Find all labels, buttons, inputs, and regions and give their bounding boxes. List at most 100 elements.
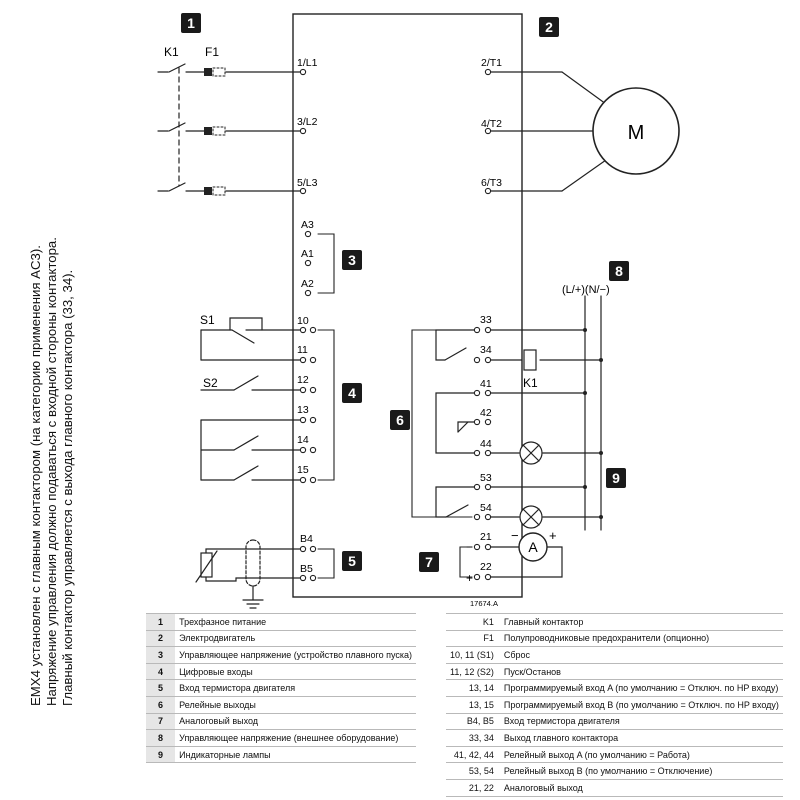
bracket-control-voltage bbox=[317, 233, 335, 294]
badge-8: 8 bbox=[609, 261, 629, 281]
legend-text: Программируемый вход A (по умолчанию = О… bbox=[503, 683, 779, 694]
terminal-b4: B4 bbox=[300, 533, 313, 545]
ammeter-plus: + bbox=[549, 528, 557, 543]
legend-text: Трехфазное питание bbox=[179, 616, 267, 627]
terminal-44: 44 bbox=[480, 438, 492, 450]
legend-text: Полупроводниковые предохранители (опцион… bbox=[503, 633, 710, 644]
svg-text:8: 8 bbox=[615, 263, 623, 279]
terminal-4-t2: 4/T2 bbox=[481, 118, 502, 130]
k1-coil-label: K1 bbox=[523, 376, 538, 390]
legend-row: 21, 22 Аналоговый выход bbox=[446, 779, 783, 797]
terminal-12: 12 bbox=[297, 374, 309, 386]
legend-code: B4, B5 bbox=[466, 716, 494, 727]
analog-minus: − bbox=[466, 540, 473, 554]
ammeter: A − + bbox=[511, 528, 557, 562]
legend-row: B4, B5 Вход термистора двигателя bbox=[446, 713, 783, 730]
legend-row: 33, 34 Выход главного контактора bbox=[446, 729, 783, 747]
side-note-line-1: EMX4 установлен с главным контактором (н… bbox=[28, 245, 43, 706]
legend-text: Аналоговый выход bbox=[179, 716, 259, 727]
side-note: EMX4 установлен с главным контактором (н… bbox=[24, 66, 84, 706]
terminal-circles-left bbox=[299, 68, 317, 582]
legend-number: 2 bbox=[146, 630, 176, 647]
legend-code: 33, 34 bbox=[468, 732, 494, 743]
legend-text: Релейный выход B (по умолчанию = Отключе… bbox=[503, 766, 713, 777]
terminal-22: 22 bbox=[480, 561, 492, 573]
indicator-lamp-b bbox=[519, 505, 543, 529]
terminal-14: 14 bbox=[297, 434, 309, 446]
terminal-a1: A1 bbox=[301, 248, 314, 260]
motor-wiring bbox=[487, 71, 607, 192]
badge-4: 4 bbox=[342, 383, 362, 403]
legend-code: 10, 11 (S1) bbox=[450, 649, 494, 660]
legend-row: 11, 12 (S2)Пуск/Останов bbox=[446, 663, 783, 680]
legend-code: 21, 22 bbox=[468, 782, 494, 793]
svg-text:1: 1 bbox=[187, 15, 195, 31]
terminal-54: 54 bbox=[480, 502, 492, 514]
terminal-10: 10 bbox=[297, 315, 309, 327]
supply-label: (L/+)(N/−) bbox=[562, 284, 610, 296]
drawing-number: 17674.A bbox=[470, 599, 498, 608]
svg-text:7: 7 bbox=[425, 554, 433, 570]
digital-input-wiring bbox=[200, 317, 301, 481]
legend-row: F1 Полупроводниковые предохранители (опци… bbox=[446, 630, 783, 647]
f1-label: F1 bbox=[205, 45, 219, 59]
fuse-f1 bbox=[204, 67, 226, 196]
terminal-5-l3: 5/L3 bbox=[297, 177, 318, 189]
relay-wiring bbox=[435, 295, 602, 578]
legend-code: F1 bbox=[483, 633, 494, 644]
legend-number: 7 bbox=[146, 713, 176, 730]
legend-code: 11, 12 (S2) bbox=[450, 666, 494, 677]
badge-3: 3 bbox=[342, 250, 362, 270]
ammeter-minus: − bbox=[511, 528, 519, 543]
badge-7: 7 bbox=[419, 552, 439, 572]
bracket-digital-inputs bbox=[317, 329, 335, 481]
terminal-11: 11 bbox=[297, 344, 308, 356]
s1-label: S1 bbox=[200, 313, 215, 327]
legend-text: Аналоговый выход bbox=[503, 782, 583, 793]
legend-code: K1 bbox=[482, 616, 494, 627]
terminal-a2: A2 bbox=[301, 278, 314, 290]
ammeter-label: A bbox=[528, 539, 538, 555]
legend-number: 6 bbox=[146, 696, 176, 714]
k1-coil: K1 bbox=[523, 349, 538, 390]
badge-9: 9 bbox=[606, 468, 626, 488]
legend-text: Сброс bbox=[503, 649, 531, 660]
legend-text: Выход главного контактора bbox=[503, 732, 619, 743]
terminals-output: 2/T1 4/T2 6/T3 bbox=[481, 57, 502, 189]
legend-row: 10, 11 (S1) Сброс bbox=[446, 646, 783, 664]
legend-text: Программируемый вход B (по умолчанию = О… bbox=[503, 699, 779, 710]
analog-plus: + bbox=[466, 571, 473, 585]
bracket-analog-output bbox=[459, 546, 473, 578]
svg-text:6: 6 bbox=[396, 412, 404, 428]
motor-label: M bbox=[628, 122, 645, 144]
terminal-3-l2: 3/L2 bbox=[297, 116, 318, 128]
s2-label: S2 bbox=[203, 376, 218, 390]
k1-label: K1 bbox=[164, 45, 179, 59]
side-note-line-2: Напряжение управления должно подаваться … bbox=[44, 237, 59, 706]
terminal-42: 42 bbox=[480, 407, 492, 419]
legend-text: Вход термистора двигателя bbox=[179, 683, 296, 694]
legend-text: Электродвигатель bbox=[179, 633, 256, 644]
legend-text: Релейные выходы bbox=[179, 699, 256, 710]
svg-text:2: 2 bbox=[545, 19, 553, 35]
terminal-1-l1: 1/L1 bbox=[297, 57, 318, 69]
svg-text:4: 4 bbox=[348, 385, 356, 401]
legend-text: Вход термистора двигателя bbox=[503, 716, 620, 727]
side-note-svg: EMX4 установлен с главным контактором (н… bbox=[28, 237, 75, 706]
junction-dots bbox=[583, 328, 603, 519]
